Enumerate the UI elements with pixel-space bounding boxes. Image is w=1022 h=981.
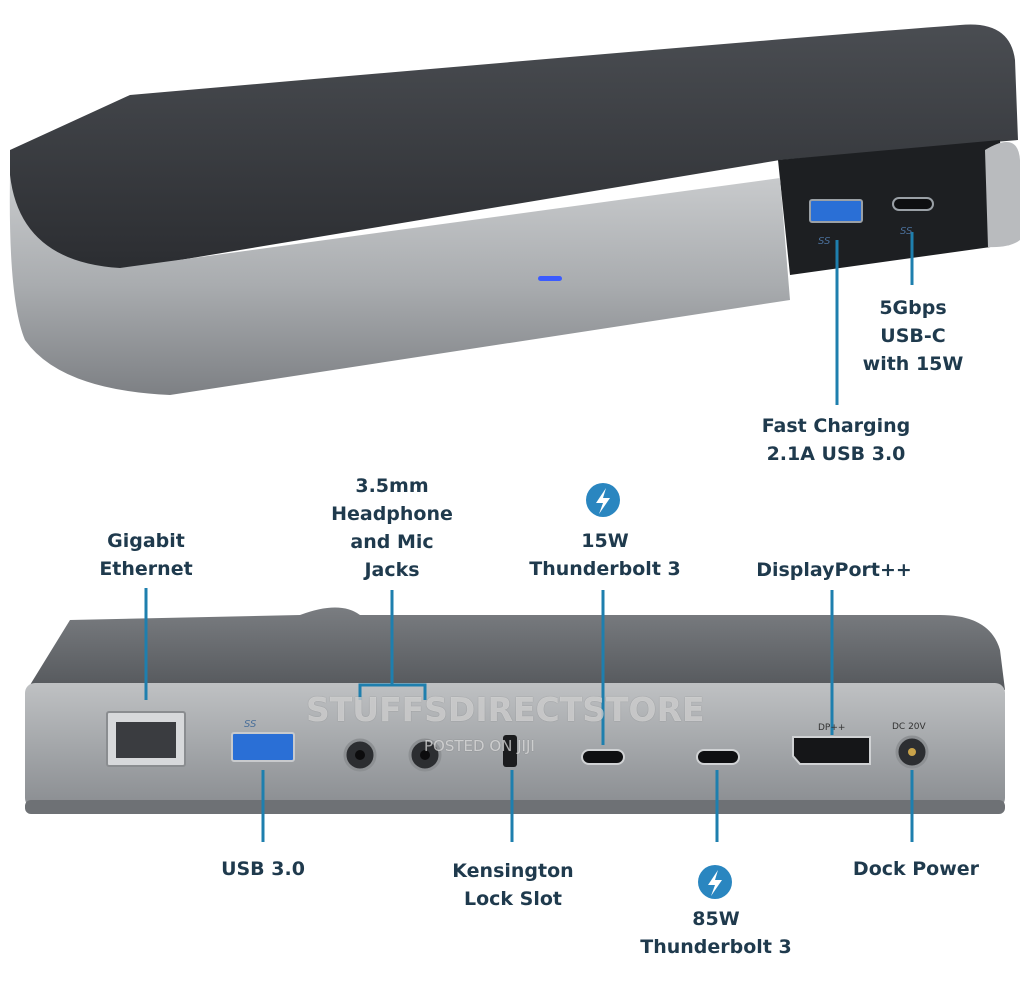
thunderbolt-icon [698,865,732,899]
dock-power-label: Dock Power [852,858,980,880]
thunderbolt-icon [586,483,620,517]
displayport-port [792,736,871,765]
watermark-subtext: POSTED ON JIJI [424,737,535,755]
front-usb-a-port [809,199,863,223]
thunderbolt-15w-label: 15W Thunderbolt 3 [529,530,681,580]
ss-marking: SS [900,226,913,237]
dp-marking: DP++ [818,723,845,733]
rear-dock [25,607,1005,814]
kensington-lock-label: Kensington Lock Slot [452,860,574,910]
thunderbolt-85w-label: 85W Thunderbolt 3 [640,908,792,958]
displayport-label: DisplayPort++ [756,559,912,581]
fast-charging-label: Fast Charging 2.1A USB 3.0 [761,415,911,465]
front-dock [9,24,1020,395]
watermark-text: STUFFSDIRECTSTORE [306,690,705,729]
kensington-slot [503,735,517,767]
front-usb-c-port [892,197,934,211]
gigabit-ethernet-label: Gigabit Ethernet [99,530,193,580]
status-led [538,276,562,281]
thunderbolt-15w-port [581,749,625,765]
ss-marking: SS [244,719,257,730]
usbc-5gbps-label: 5Gbps USB-C with 15W [862,297,964,375]
callout-lines [144,232,914,842]
ss-marking: SS [818,236,831,247]
thunderbolt-85w-port [696,749,740,765]
dc-marking: DC 20V [892,722,927,732]
usb30-label: USB 3.0 [221,858,305,880]
headphone-mic-label: 3.5mm Headphone and Mic Jacks [331,475,453,581]
rear-usb-a-port [231,732,295,762]
